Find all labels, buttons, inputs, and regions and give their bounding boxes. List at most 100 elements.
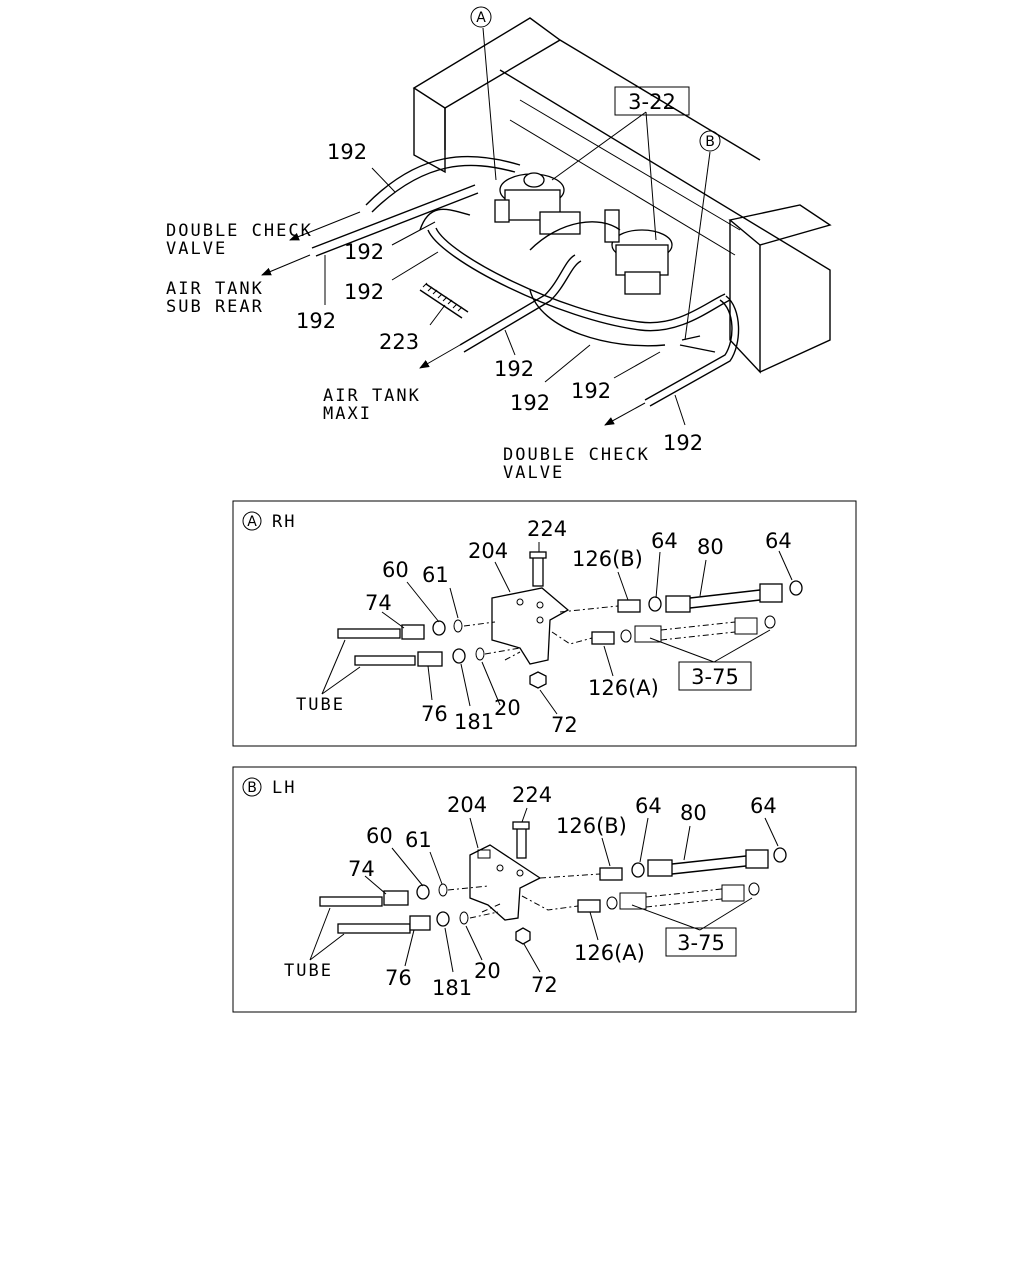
main-leader-lines: [324, 27, 711, 426]
ref-3-22-label: 3-22: [628, 90, 676, 114]
ring-61: [438, 883, 448, 897]
part-60-label: 60: [366, 824, 393, 848]
bracket-204: [469, 844, 542, 921]
part-223-label: 223: [379, 330, 419, 354]
connector-126a: [577, 899, 601, 913]
part-80-label: 80: [697, 535, 724, 559]
part-181-label: 181: [454, 710, 494, 734]
part-126b-label: 126(B): [572, 547, 643, 571]
part-126a-label: 126(A): [574, 941, 645, 965]
washer-181: [452, 648, 466, 664]
part-76-label: 76: [385, 966, 412, 990]
tube-label: TUBE: [296, 695, 345, 715]
callout-b-circle: [699, 130, 721, 152]
fitting-76: [417, 651, 443, 667]
callout-b: B: [705, 134, 715, 150]
nut-72: [515, 927, 531, 945]
air-pipes: [311, 155, 740, 407]
part-76-label: 76: [421, 702, 448, 726]
caption-double-check-valve: VALVE: [166, 239, 227, 259]
washer-60: [432, 620, 446, 636]
caption-double-check-valve: VALVE: [503, 463, 564, 483]
part-72-label: 72: [551, 713, 578, 737]
arrow-double-check-valve-2: [604, 402, 646, 426]
callout-a: A: [476, 10, 486, 26]
ref-box-3-22: [614, 86, 690, 116]
tube: [337, 923, 411, 934]
part-61-label: 61: [405, 828, 432, 852]
detail-a-marker: A: [247, 514, 257, 530]
part-20-label: 20: [474, 959, 501, 983]
part-72-label: 72: [531, 973, 558, 997]
part-126a-label: 126(A): [588, 676, 659, 700]
detail-b-frame: [232, 766, 857, 1013]
detail-b-leaders: [309, 807, 779, 973]
ref-box-3-75: [665, 927, 737, 957]
washer-64: [789, 580, 803, 596]
part-224-label: 224: [512, 783, 552, 807]
ring-61: [453, 619, 463, 633]
detail-b-side: LH: [272, 778, 296, 798]
detail-b-lh: B LH: [232, 766, 857, 1013]
part-74-label: 74: [365, 591, 392, 615]
part-60-label: 60: [382, 558, 409, 582]
ring-20: [459, 911, 469, 925]
nut-72: [529, 671, 547, 689]
part-126b-label: 126(B): [556, 814, 627, 838]
fitting-74: [383, 890, 409, 906]
caption-air-tank-sub-rear: AIR TANK: [166, 279, 264, 299]
bracket-204: [491, 587, 570, 665]
part-192-label: 192: [663, 431, 703, 455]
part-192-label: 192: [494, 357, 534, 381]
detail-a-marker-circle: [242, 511, 262, 531]
detail-a-side: RH: [272, 512, 296, 532]
relay-valve-b: [604, 209, 673, 295]
caption-air-tank-sub-rear: SUB REAR: [166, 297, 264, 317]
part-192-label: 192: [344, 280, 384, 304]
part-64-label: 64: [750, 794, 777, 818]
ref-box-3-75: [678, 661, 752, 691]
tube: [337, 628, 401, 639]
detail-a-frame: [232, 500, 857, 747]
detail-b-marker-circle: [242, 777, 262, 797]
fitting-74: [401, 624, 425, 640]
washer-64: [631, 862, 645, 878]
part-181-label: 181: [432, 976, 472, 1000]
tube: [354, 655, 416, 666]
hose-end: [647, 859, 673, 877]
part-61-label: 61: [422, 563, 449, 587]
part-204-label: 204: [447, 793, 487, 817]
detail-a-rh: A RH: [232, 500, 857, 747]
bolt-224: [532, 555, 544, 587]
hose-80: [671, 855, 747, 875]
hose-80: [689, 589, 761, 609]
callout-a-circle: [470, 6, 492, 28]
connector-126b: [617, 599, 641, 613]
part-192-label: 192: [296, 309, 336, 333]
arrow-air-tank-maxi: [419, 344, 461, 369]
ref-3-75-label: 3-75: [677, 931, 725, 955]
caption-air-tank-maxi: AIR TANK: [323, 386, 421, 406]
detail-a-leaders: [321, 542, 793, 715]
part-64-label: 64: [635, 794, 662, 818]
convoluted-hose-223: [419, 282, 469, 319]
hose-end: [665, 595, 691, 613]
washer-60: [416, 884, 430, 900]
tube-label: TUBE: [284, 961, 333, 981]
main-assembly-view: A B 3-22 192 192 192 192 223 192 192 192…: [166, 6, 832, 483]
frame-rails: [412, 17, 832, 374]
detail-b-marker: B: [247, 780, 257, 796]
caption-double-check-valve: DOUBLE CHECK: [503, 445, 650, 465]
connector-126a: [591, 631, 615, 645]
washer-181: [436, 911, 450, 927]
part-64-label: 64: [651, 529, 678, 553]
washer-64: [648, 596, 662, 612]
caption-air-tank-maxi: MAXI: [323, 404, 372, 424]
part-224-label: 224: [527, 517, 567, 541]
tube: [319, 896, 383, 907]
ref-3-75-label: 3-75: [691, 665, 739, 689]
arrow-double-check-valve-1: [289, 211, 361, 241]
fitting-76: [409, 915, 431, 931]
